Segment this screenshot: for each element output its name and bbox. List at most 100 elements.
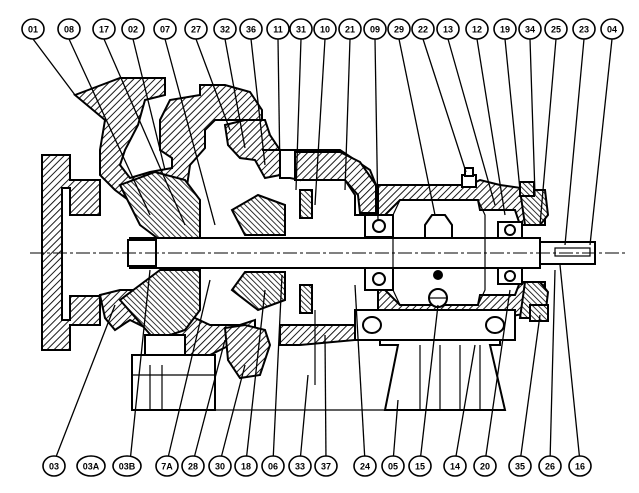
callout-label: 03A [83, 462, 100, 472]
callout-label: 13 [443, 25, 453, 35]
callout-circle [381, 455, 405, 477]
callout-label: 14 [450, 462, 460, 472]
callout-circle [76, 455, 106, 477]
callout-label: 20 [480, 462, 490, 472]
pump-drawing [30, 77, 625, 411]
callout-circle [289, 18, 313, 40]
callout-circle [234, 455, 258, 477]
adapter-bracket-hatch [294, 151, 377, 214]
callout-circle [408, 455, 432, 477]
callout-circle [473, 455, 497, 477]
callout-label: 05 [388, 462, 398, 472]
callout-label: 32 [220, 25, 230, 35]
callout-17: 17 [92, 18, 116, 40]
callout-09: 09 [363, 18, 387, 40]
callout-label: 17 [99, 25, 109, 35]
adapter-slot-right [485, 316, 505, 334]
callout-label: 09 [370, 25, 380, 35]
callout-label: 26 [545, 462, 555, 472]
callout-circle [155, 455, 179, 477]
bearing-ball-outer-lower [504, 270, 516, 282]
callout-29: 29 [387, 18, 411, 40]
callout-label: 01 [28, 25, 38, 35]
callout-label: 04 [607, 25, 617, 35]
callout-circle [261, 455, 285, 477]
callout-label: 07 [160, 25, 170, 35]
impeller [118, 170, 201, 241]
callout-label: 10 [320, 25, 330, 35]
callout-circle [443, 455, 467, 477]
callout-label: 12 [472, 25, 482, 35]
callout-25: 25 [544, 18, 568, 40]
callout-08: 08 [57, 18, 81, 40]
callout-20: 20 [473, 455, 497, 477]
callout-03A: 03A [76, 455, 106, 477]
callout-circle [508, 455, 532, 477]
callout-03B: 03B [112, 455, 142, 477]
callout-22: 22 [411, 18, 435, 40]
callout-circle [568, 455, 592, 477]
callout-label: 36 [246, 25, 256, 35]
callout-circle [600, 18, 624, 40]
callout-label: 37 [321, 462, 331, 472]
callout-circle [493, 18, 517, 40]
callout-33: 33 [288, 455, 312, 477]
callout-12: 12 [465, 18, 489, 40]
adapter-slot-left [362, 316, 382, 334]
callout-10: 10 [313, 18, 337, 40]
callout-label: 28 [188, 462, 198, 472]
callout-label: 19 [500, 25, 510, 35]
callout-34: 34 [518, 18, 542, 40]
bearing-ball [372, 219, 386, 233]
callout-circle [112, 455, 142, 477]
callout-03: 03 [42, 455, 66, 477]
callout-36: 36 [239, 18, 263, 40]
callout-37: 37 [314, 455, 338, 477]
callout-label: 31 [296, 25, 306, 35]
callout-label: 27 [191, 25, 201, 35]
callout-27: 27 [184, 18, 208, 40]
callout-04: 04 [600, 18, 624, 40]
callout-circle [338, 18, 362, 40]
callout-circle [572, 18, 596, 40]
callout-label: 16 [575, 462, 585, 472]
callout-circle [544, 18, 568, 40]
callout-14: 14 [443, 455, 467, 477]
callout-circle [184, 18, 208, 40]
callout-02: 02 [121, 18, 145, 40]
oil-chamber [392, 199, 486, 306]
callout-7A: 7A [155, 455, 179, 477]
callout-label: 25 [551, 25, 561, 35]
callout-13: 13 [436, 18, 460, 40]
bearing-ball-outer [504, 224, 516, 236]
callout-31: 31 [289, 18, 313, 40]
callout-circle [538, 455, 562, 477]
callout-circle [153, 18, 177, 40]
suction-flange [41, 154, 101, 351]
seal-housing-lower [223, 323, 272, 380]
callout-circle [314, 455, 338, 477]
callout-circle [353, 455, 377, 477]
callout-label: 34 [525, 25, 535, 35]
callout-23: 23 [572, 18, 596, 40]
callout-07: 07 [153, 18, 177, 40]
callout-circle [208, 455, 232, 477]
oil-ring [424, 214, 453, 239]
callout-circle [288, 455, 312, 477]
mechanical-seal [230, 193, 286, 236]
callout-circle [57, 18, 81, 40]
callout-circle [42, 455, 66, 477]
bearing-ball-lower [372, 272, 386, 286]
callout-06: 06 [261, 455, 285, 477]
callout-circle [239, 18, 263, 40]
callout-label: 02 [128, 25, 138, 35]
callout-label: 06 [268, 462, 278, 472]
callout-11: 11 [266, 18, 290, 40]
drain-plug [433, 270, 443, 280]
callout-21: 21 [338, 18, 362, 40]
leader-lines [32, 38, 613, 463]
keyway [554, 247, 591, 257]
callout-circle [313, 18, 337, 40]
